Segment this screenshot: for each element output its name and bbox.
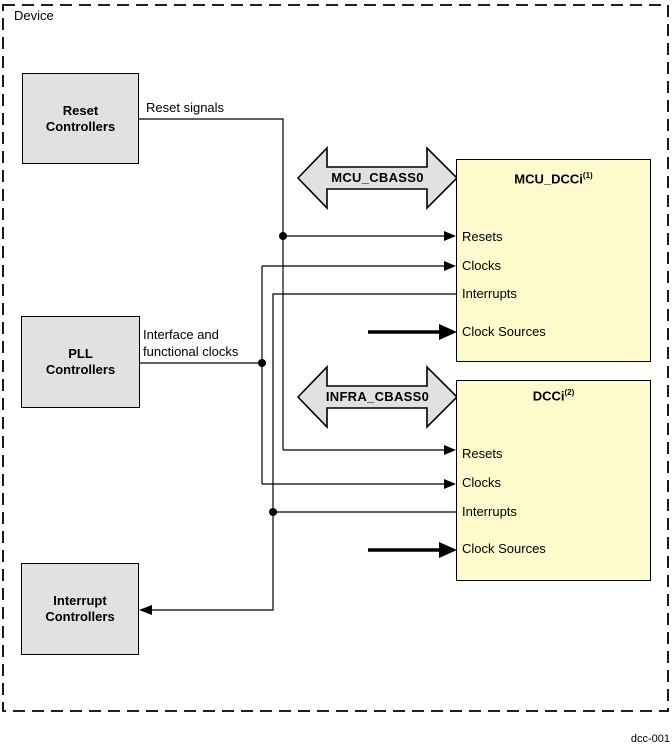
clocks-arrowhead-mcu bbox=[444, 261, 456, 271]
dcc-title: DCCi(2) bbox=[456, 385, 651, 403]
reset-controllers-box: Reset Controllers bbox=[22, 73, 139, 164]
device-label: Device bbox=[14, 8, 54, 23]
dcc-title-text: DCCi bbox=[532, 388, 565, 404]
pll-controllers-label-line1: PLL bbox=[68, 346, 93, 361]
interrupt-controllers-label-line1: Interrupt bbox=[53, 593, 107, 608]
interrupt-controllers-box: Interrupt Controllers bbox=[21, 563, 139, 655]
reset-controllers-label-line2: Controllers bbox=[45, 118, 116, 134]
interrupt-controllers-label-line2: Controllers bbox=[45, 609, 115, 624]
infra-cbass0-bus-label: INFRA_CBASS0 bbox=[325, 389, 430, 404]
dcc-box bbox=[456, 380, 651, 581]
clock-signal-wire bbox=[140, 265, 445, 485]
pll-controllers-box: PLL Controllers bbox=[21, 316, 140, 408]
reset-signals-wire-label: Reset signals bbox=[146, 100, 225, 115]
interface-clocks-wire-label-line1: Interface and bbox=[143, 327, 219, 342]
mcu-dcc-box bbox=[456, 159, 651, 362]
figure-id: dcc-001 bbox=[630, 733, 670, 745]
clock-sources-arrows bbox=[368, 324, 457, 558]
clock-sources-arrowhead-mcu bbox=[439, 324, 457, 340]
resets-arrowhead-mcu bbox=[444, 231, 456, 241]
mcu-dcc-port-clocks: Clocks bbox=[462, 258, 502, 273]
resets-arrowhead-dcc bbox=[444, 445, 456, 455]
reset-signal-wire bbox=[139, 118, 445, 451]
mcu-dcc-footnote-marker: (1) bbox=[582, 171, 593, 180]
dcc-port-clocks: Clocks bbox=[462, 475, 502, 490]
clock-wire-junction-dot bbox=[258, 359, 266, 367]
interrupt-signal-wire bbox=[152, 293, 456, 611]
interface-clocks-wire-label-line2: functional clocks bbox=[143, 344, 239, 359]
device-boundary-outline bbox=[2, 4, 669, 712]
dcc-port-interrupts: Interrupts bbox=[462, 504, 517, 519]
mcu-dcc-port-resets: Resets bbox=[462, 229, 503, 244]
reset-wire-junction-dot bbox=[279, 232, 287, 240]
mcu-dcc-title: MCU_DCCi(1) bbox=[456, 168, 651, 186]
reset-controllers-label-line1: Reset bbox=[62, 102, 99, 118]
dcc-port-clock-sources: Clock Sources bbox=[462, 541, 546, 556]
dcc-footnote-marker: (2) bbox=[564, 388, 575, 397]
clock-sources-arrowhead-dcc bbox=[439, 542, 457, 558]
interrupt-arrowhead bbox=[139, 605, 152, 615]
dcc-port-resets: Resets bbox=[462, 446, 503, 461]
clocks-arrowhead-dcc bbox=[444, 479, 456, 489]
mcu-dcc-title-text: MCU_DCCi bbox=[514, 171, 583, 187]
interrupt-wire-junction-dot bbox=[269, 508, 277, 516]
mcu-cbass0-bus-label: MCU_CBASS0 bbox=[331, 170, 424, 185]
interface-clocks-wire-label: Interface and functional clocks bbox=[143, 326, 238, 360]
mcu-dcc-port-interrupts: Interrupts bbox=[462, 286, 517, 301]
mcu-dcc-port-clock-sources: Clock Sources bbox=[462, 324, 546, 339]
pll-controllers-label-line2: Controllers bbox=[45, 362, 116, 377]
